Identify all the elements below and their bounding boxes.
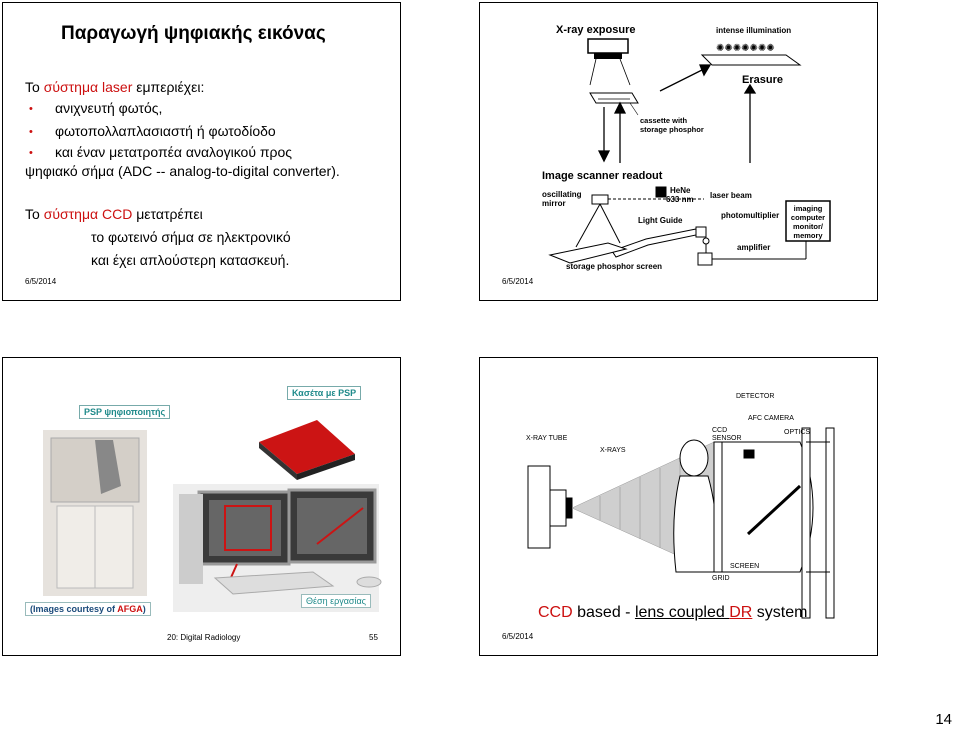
label-optics: OPTICS — [784, 429, 810, 436]
intro-suffix: εμπεριέχει: — [132, 79, 205, 95]
caption-dr: DR — [729, 604, 753, 621]
label-afc-camera: AFC CAMERA — [748, 415, 794, 422]
bullet-dot: • — [29, 147, 33, 159]
xray-source — [587, 38, 631, 86]
label-imaging-2: computer — [791, 213, 825, 222]
ccd-prefix: Το — [25, 206, 44, 222]
ccd-system-diagram: DETECTOR AFC CAMERA CCD SENSOR OPTICS X-… — [526, 393, 835, 619]
label-storage-screen: storage phosphor screen — [566, 262, 662, 271]
detector-housing — [713, 427, 835, 619]
slide-ccd-dr-system: DETECTOR AFC CAMERA CCD SENSOR OPTICS X-… — [479, 357, 878, 656]
caption-end: system — [752, 604, 808, 621]
bullet-item: και έναν μετατροπέα αναλογικού προς — [55, 144, 293, 160]
ccd-intro: Το σύστημα CCD μετατρέπει — [25, 206, 203, 223]
label-ccd: CCD — [712, 427, 727, 434]
psp-equipment-illustration — [43, 416, 382, 612]
label-workstation: Θέση εργασίας — [301, 594, 372, 608]
label-imaging-4: memory — [793, 231, 823, 240]
label-imaging-1: imaging — [794, 204, 823, 213]
footer-title: 20: Digital Radiology — [167, 633, 241, 642]
xray-tube — [527, 465, 573, 549]
erasure-plate — [700, 54, 802, 66]
label-imaging-3: monitor/ — [793, 222, 824, 231]
label-amplifier: amplifier — [737, 243, 770, 252]
slide-date: 6/5/2014 — [25, 277, 57, 286]
label-hene: HeNe — [670, 186, 691, 195]
workstation-image — [173, 484, 382, 612]
label-psp-digitizer: PSP ψηφιοποιητής — [79, 405, 171, 419]
label-cassette-2: storage phosphor — [640, 125, 704, 134]
bullet-item: ανιχνευτή φωτός, — [55, 100, 163, 116]
slide-digital-image-production: Παραγωγή ψηφιακής εικόνας Το σύστημα las… — [2, 2, 401, 301]
slide-date: 6/5/2014 — [502, 277, 534, 286]
image-credit: (Images courtesy of AFGA) — [25, 602, 151, 616]
slide-date: 6/5/2014 — [502, 632, 534, 641]
ccd-red: σύστημα CCD — [43, 206, 133, 222]
label-xray-tube: X-RAY TUBE — [526, 435, 568, 442]
label-grid: GRID — [712, 575, 730, 582]
storage-screen — [548, 242, 628, 264]
slide-caption: CCD based - lens coupled DR system — [538, 604, 807, 622]
slide-title: Παραγωγή ψηφιακής εικόνας — [61, 23, 326, 44]
svg-text:✺✺✺✺✺✺✺: ✺✺✺✺✺✺✺ — [716, 43, 775, 54]
label-sensor: SENSOR — [712, 435, 742, 442]
label-image-scanner: Image scanner readout — [542, 170, 663, 182]
laser-intro: Το σύστημα laser εμπεριέχει: — [25, 79, 204, 96]
scanner-optics — [575, 186, 704, 248]
digitizer-image — [43, 430, 147, 596]
ccd-line-3: και έχει απλούστερη κατασκευή. — [91, 252, 290, 268]
bullet-continuation: ψηφιακό σήμα (ADC -- analog-to-digital c… — [25, 163, 340, 179]
label-xray-exposure: X-ray exposure — [556, 24, 635, 36]
credit-suffix: ) — [142, 604, 146, 614]
psp-readout-diagram: X-ray exposure ✺✺✺✺✺✺✺ intense illuminat… — [542, 24, 831, 271]
caption-ccd: CCD — [538, 604, 573, 621]
bullet-dot: • — [29, 103, 33, 115]
label-laser-beam: laser beam — [710, 191, 752, 200]
footer-page: 55 — [369, 633, 378, 642]
ccd-line-2: το φωτεινό σήμα σε ηλεκτρονικό — [91, 229, 291, 245]
page-number: 14 — [935, 711, 952, 728]
credit-prefix: (Images courtesy of — [30, 604, 118, 614]
process-arrows — [597, 64, 757, 163]
label-oscillating: oscillating — [542, 190, 582, 199]
illumination-stars: ✺✺✺✺✺✺✺ — [716, 43, 775, 54]
intro-prefix: Το — [25, 79, 44, 95]
label-photomultiplier: photomultiplier — [721, 211, 779, 220]
label-xrays: X-RAYS — [600, 447, 626, 454]
label-light-guide: Light Guide — [638, 216, 683, 225]
imaging-computer-box — [785, 200, 831, 242]
caption-lens: lens coupled — [634, 604, 730, 621]
cassette-image — [253, 416, 359, 480]
label-cassette: cassette with — [640, 116, 688, 125]
label-psp-cassette: Κασέτα με PSP — [287, 386, 362, 400]
label-intense-illumination: intense illumination — [716, 26, 791, 35]
label-erasure: Erasure — [742, 74, 783, 86]
bullet-item: φωτοπολλαπλασιαστή ή φωτοδίοδο — [55, 123, 276, 139]
label-detector: DETECTOR — [736, 393, 774, 400]
credit-red: AFGA — [117, 604, 143, 614]
slide-psp-readout-diagram: X-ray exposure ✺✺✺✺✺✺✺ intense illuminat… — [479, 2, 878, 301]
intro-red: σύστημα laser — [43, 79, 133, 95]
label-mirror: mirror — [542, 199, 566, 208]
ccd-suffix: μετατρέπει — [132, 206, 203, 222]
bullet-dot: • — [29, 126, 33, 138]
caption-mid: based - — [572, 604, 635, 621]
cassette — [589, 92, 639, 104]
label-screen: SCREEN — [730, 563, 759, 570]
light-guide — [611, 226, 807, 266]
slide-psp-equipment: Κασέτα με PSP PSP ψηφιοποιητής — [2, 357, 401, 656]
